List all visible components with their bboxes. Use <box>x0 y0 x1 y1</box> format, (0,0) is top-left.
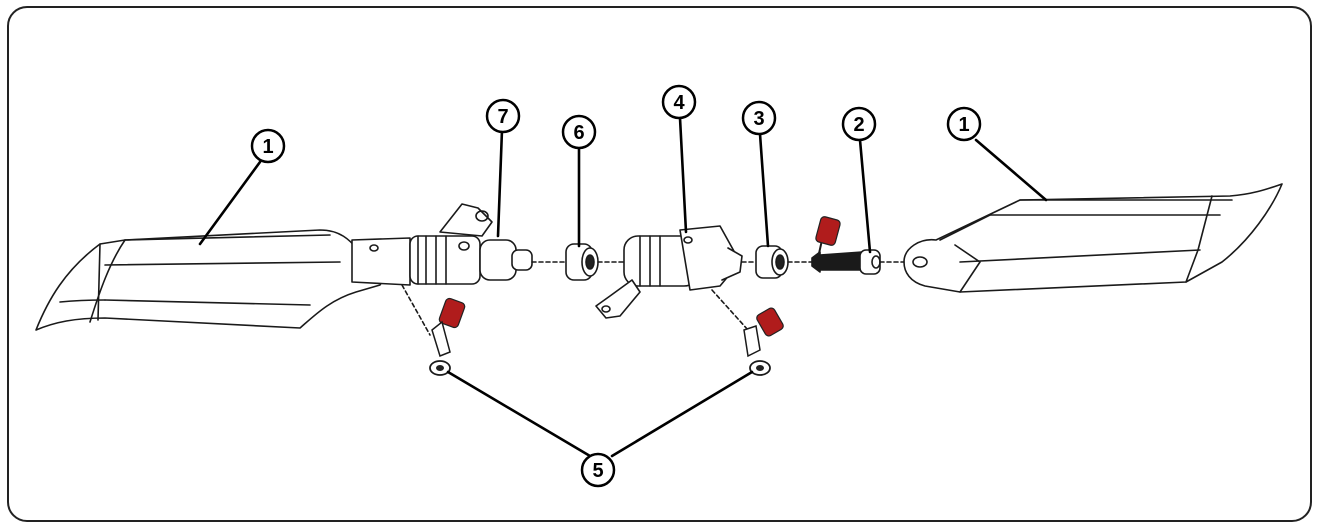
svg-text:1: 1 <box>958 114 969 136</box>
left-rotor-blade <box>35 229 389 331</box>
callout-6: 6 <box>561 114 597 150</box>
red-screw-top <box>815 216 841 259</box>
callout-7: 7 <box>485 98 521 134</box>
svg-text:1: 1 <box>262 136 273 158</box>
red-screw-right <box>743 307 784 376</box>
callout-1-right: 1 <box>946 106 982 142</box>
callout-4: 4 <box>661 84 697 120</box>
callout-3: 3 <box>741 100 777 136</box>
callout-1-left: 1 <box>250 128 286 164</box>
callout-2: 2 <box>841 106 877 142</box>
blade-grip-part <box>351 203 533 286</box>
svg-text:5: 5 <box>592 460 603 482</box>
bearing-part <box>565 243 599 281</box>
svg-text:2: 2 <box>853 114 864 136</box>
svg-text:6: 6 <box>573 122 584 144</box>
svg-text:4: 4 <box>673 92 685 114</box>
callout-5: 5 <box>580 452 616 488</box>
bolt-part <box>811 249 881 275</box>
red-screw-left <box>429 297 466 376</box>
bearing-small-part <box>755 245 789 279</box>
svg-text:7: 7 <box>497 106 508 128</box>
svg-text:3: 3 <box>753 108 764 130</box>
right-rotor-blade <box>903 183 1283 293</box>
grip-holder-part <box>595 225 743 319</box>
